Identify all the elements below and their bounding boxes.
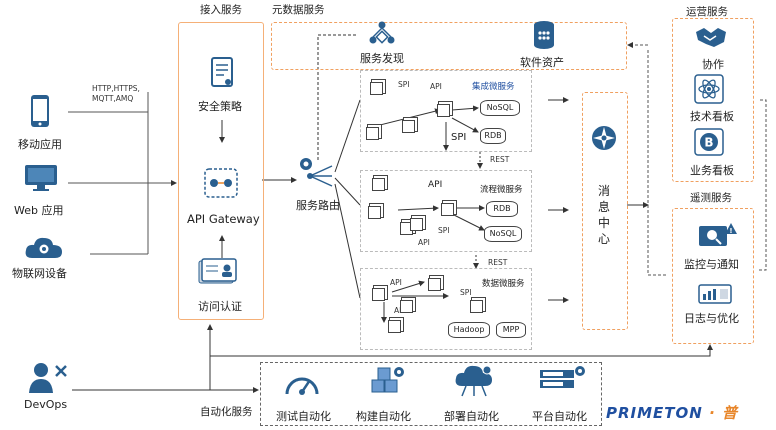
message-center-char-2: 息: [598, 200, 611, 214]
telemetry-service-box: [672, 208, 754, 344]
integration-microservice-box: [360, 70, 532, 152]
data-cube-2: [428, 278, 441, 291]
integration-db-nosql: NoSQL: [480, 100, 520, 116]
message-center-char-1: 消: [598, 184, 611, 198]
flow-cube-4: [441, 203, 454, 216]
data-cube-4: [388, 320, 401, 333]
protocol-label-line1: HTTP,HTTPS,: [92, 84, 140, 93]
operations-item-collaboration: 协作: [702, 58, 724, 71]
data-microservice-box: [360, 268, 532, 350]
integration-cube-2: [366, 127, 379, 140]
flow-title: 流程微服务: [480, 185, 523, 195]
brand-logo: PRIMETON · 普: [606, 402, 738, 423]
protocol-label-line2: MQTT,AMQ: [92, 94, 134, 103]
message-center-box: [582, 92, 628, 330]
integration-db-rdb: RDB: [480, 128, 506, 144]
message-center-char-3: 中: [598, 216, 611, 230]
data-cube-3: [400, 300, 413, 313]
telemetry-item-logs: 日志与优化: [684, 312, 739, 325]
data-db-hadoop: Hadoop: [448, 322, 490, 338]
data-spi-label: SPI: [460, 288, 472, 297]
integration-cube-4: [437, 104, 450, 117]
brand-name: PRIMETON: [606, 404, 703, 422]
automation-item-deploy: 部署自动化: [444, 410, 499, 423]
automation-item-test: 测试自动化: [276, 410, 331, 423]
flow-spi-label: SPI: [438, 226, 450, 235]
flow-api-label: API: [428, 180, 443, 190]
section-title-metadata: 元数据服务: [272, 4, 325, 16]
automation-service-box: [260, 362, 602, 426]
integration-title: 集成微服务: [472, 82, 515, 92]
access-auth-label: 访问认证: [198, 300, 242, 313]
section-title-telemetry: 遥测服务: [690, 192, 732, 204]
rest-label-2: REST: [488, 258, 508, 267]
section-title-operations: 运营服务: [686, 6, 728, 18]
data-db-mpp: MPP: [496, 322, 526, 338]
operations-item-tech-board: 技术看板: [690, 110, 734, 123]
data-api-label: API: [390, 278, 402, 287]
operations-service-box: [672, 18, 754, 182]
integration-api-label: API: [430, 82, 442, 91]
section-title-automation: 自动化服务: [200, 406, 253, 418]
integration-spi-label: SPI: [398, 80, 410, 89]
rest-label-1: REST: [490, 155, 510, 164]
data-title: 数据微服务: [482, 279, 525, 289]
software-assets-label: 软件资产: [520, 56, 564, 69]
integration-cube-1: [370, 82, 383, 95]
data-cube-5: [470, 300, 483, 313]
devops-label: DevOps: [24, 398, 68, 411]
automation-item-platform: 平台自动化: [532, 410, 587, 423]
access-service-box: [178, 22, 264, 320]
flow-api2-label: API: [418, 238, 430, 247]
integration-cube-3: [402, 120, 415, 133]
svg-text:!: !: [729, 227, 732, 235]
flow-db-nosql: NoSQL: [484, 226, 522, 242]
flow-cube-5: [410, 218, 423, 231]
data-api2-label: API: [394, 306, 406, 315]
security-policy-label: 安全策略: [198, 100, 242, 113]
operations-item-business-board: 业务看板: [690, 164, 734, 177]
flow-db-rdb: RDB: [486, 201, 518, 217]
client-label-mobile: 移动应用: [18, 138, 62, 151]
telemetry-item-monitoring: 监控与通知: [684, 258, 739, 271]
flow-cube-2: [368, 206, 381, 219]
api-gateway-label: API Gateway: [187, 212, 260, 226]
section-title-access: 接入服务: [200, 4, 242, 16]
service-routing-label: 服务路由: [296, 199, 340, 212]
client-label-web: Web 应用: [14, 204, 64, 217]
flow-microservice-box: [360, 170, 532, 252]
metadata-service-box: [271, 22, 627, 70]
service-discovery-label: 服务发现: [360, 52, 404, 65]
brand-suffix: · 普: [709, 404, 738, 422]
message-center-char-4: 心: [598, 232, 611, 246]
client-label-iot: 物联网设备: [12, 267, 67, 280]
data-cube-1: [372, 288, 385, 301]
integration-spi2-label: SPI: [451, 132, 467, 143]
svg-text:B: B: [704, 136, 713, 150]
flow-cube-1: [372, 178, 385, 191]
automation-item-build: 构建自动化: [356, 410, 411, 423]
